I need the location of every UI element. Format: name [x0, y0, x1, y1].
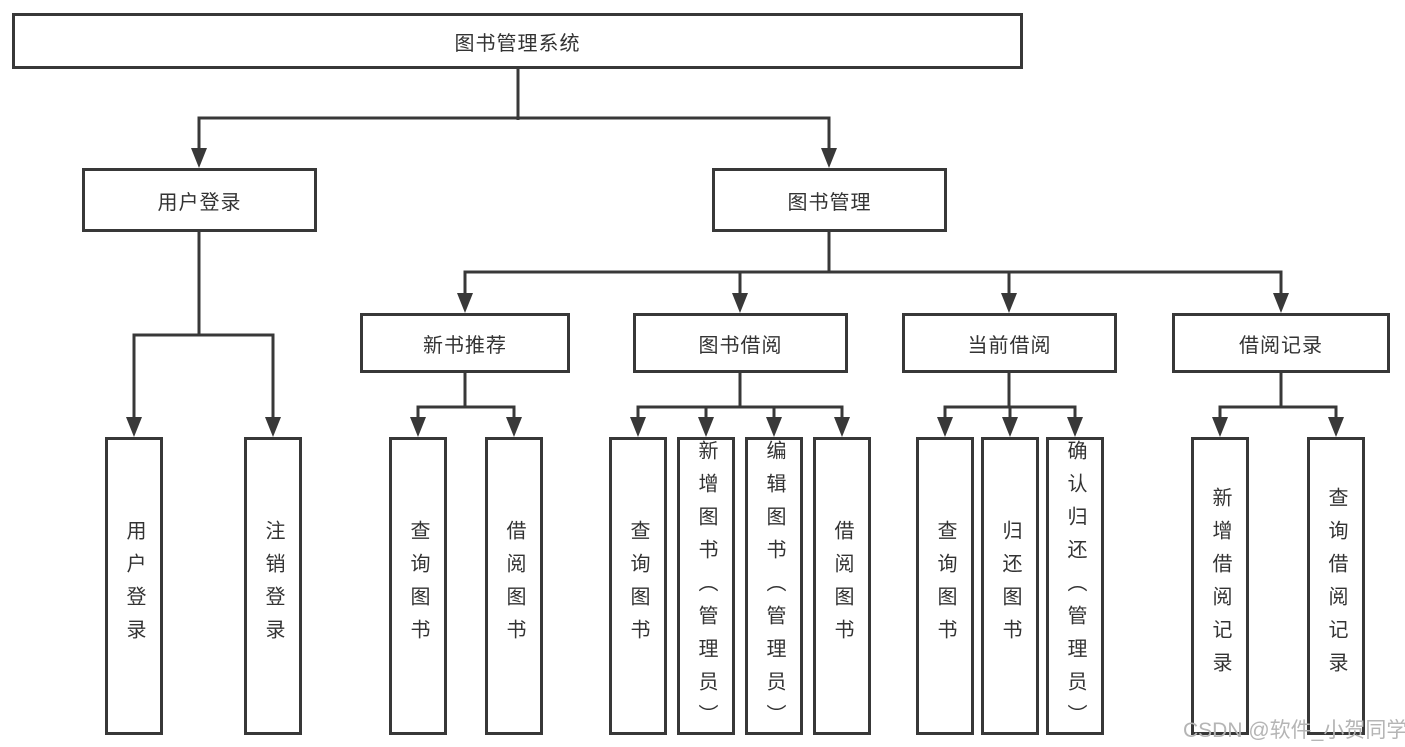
csdn-watermark: CSDN @软件_小贺同学: [1183, 719, 1405, 742]
node-book-borrow: 图书借阅: [633, 313, 848, 373]
leaf-label: 借阅图书: [503, 520, 525, 652]
node-label: 当前借阅: [967, 334, 1052, 357]
leaf-label: 查询图书: [627, 520, 649, 652]
leaf-query-borrow-record: 查询借阅记录: [1307, 437, 1365, 735]
leaf-label: 确认归还（管理员）: [1064, 440, 1086, 737]
leaf-label: 编辑图书（管理员）: [763, 440, 785, 737]
leaf-user-login: 用户登录: [105, 437, 163, 735]
leaf-return-books: 归还图书: [981, 437, 1039, 735]
leaf-label: 查询借阅记录: [1325, 487, 1347, 685]
leaf-label: 查询图书: [407, 520, 429, 652]
leaf-query-books-2: 查询图书: [609, 437, 667, 735]
node-label: 图书借阅: [698, 334, 783, 357]
node-label: 图书管理系统: [454, 32, 581, 55]
leaf-logout: 注销登录: [244, 437, 302, 735]
leaf-label: 新增图书（管理员）: [695, 440, 717, 737]
leaf-query-books-3: 查询图书: [916, 437, 974, 735]
leaf-add-borrow-record: 新增借阅记录: [1191, 437, 1249, 735]
leaf-confirm-return-admin: 确认归还（管理员）: [1046, 437, 1104, 737]
leaf-label: 用户登录: [123, 520, 145, 652]
leaf-label: 新增借阅记录: [1209, 487, 1231, 685]
connector-path: [132, 69, 1338, 421]
node-label: 图书管理: [787, 191, 872, 214]
leaf-label: 归还图书: [999, 520, 1021, 652]
leaf-label: 注销登录: [262, 520, 284, 652]
node-label: 用户登录: [157, 191, 242, 214]
node-root-system: 图书管理系统: [12, 13, 1023, 69]
node-label: 借阅记录: [1239, 334, 1323, 357]
node-borrow-records: 借阅记录: [1172, 313, 1390, 373]
node-label: 新书推荐: [423, 334, 507, 357]
node-current-borrow: 当前借阅: [902, 313, 1117, 373]
leaf-label: 借阅图书: [831, 520, 853, 652]
node-book-management: 图书管理: [712, 168, 947, 232]
node-user-login-group: 用户登录: [82, 168, 317, 232]
leaf-query-books-1: 查询图书: [389, 437, 447, 735]
leaf-borrow-books-2: 借阅图书: [813, 437, 871, 735]
leaf-label: 查询图书: [934, 520, 956, 652]
leaf-edit-books-admin: 编辑图书（管理员）: [745, 437, 803, 737]
leaf-borrow-books-1: 借阅图书: [485, 437, 543, 735]
node-new-book-recommend: 新书推荐: [360, 313, 570, 373]
leaf-add-books-admin: 新增图书（管理员）: [677, 437, 735, 737]
